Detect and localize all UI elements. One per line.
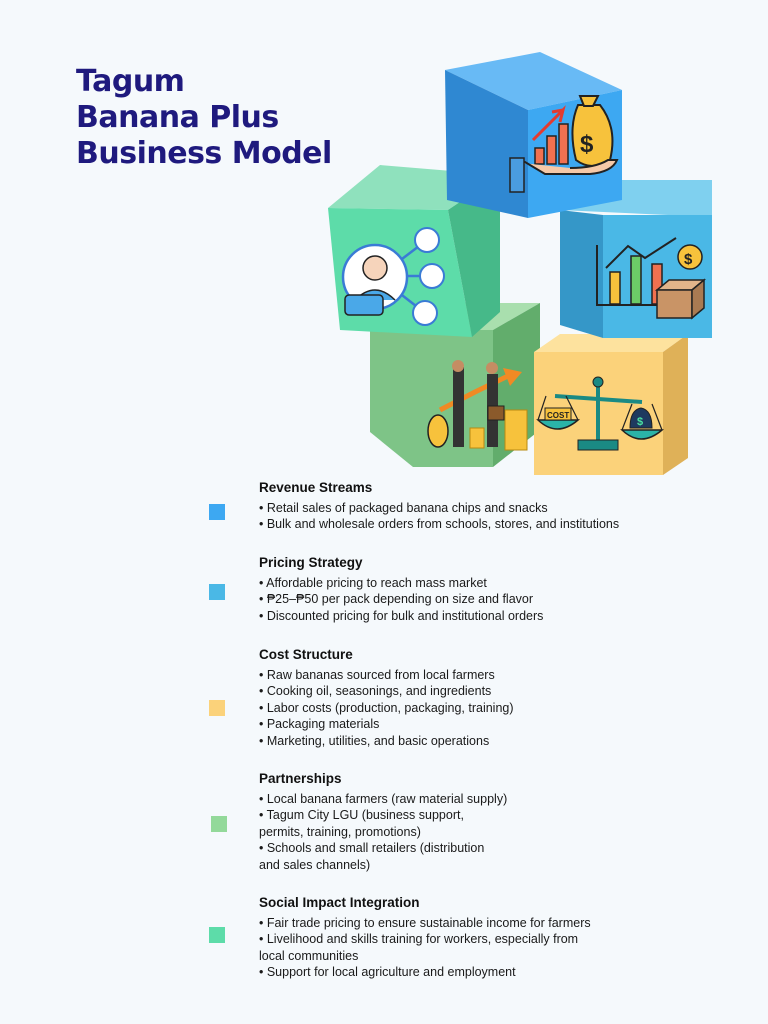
page-title: Tagum Banana Plus Business Model bbox=[76, 64, 332, 172]
bullet-list: • Fair trade pricing to ensure sustainab… bbox=[259, 915, 699, 981]
list-item: • Packaging materials bbox=[259, 717, 380, 732]
list-item: • Affordable pricing to reach mass marke… bbox=[259, 576, 487, 590]
revenue-streams-section: Revenue Streams • Retail sales of packag… bbox=[259, 480, 699, 533]
bullet-list: • Local banana farmers (raw material sup… bbox=[259, 791, 699, 873]
section-heading: Partnerships bbox=[259, 771, 342, 786]
list-item: local communities bbox=[259, 948, 359, 963]
handshake-coins-icon bbox=[427, 360, 528, 451]
network-people-icon bbox=[341, 227, 445, 326]
list-item: • Cooking oil, seasonings, and ingredien… bbox=[259, 684, 492, 699]
list-item: • Fair trade pricing to ensure sustainab… bbox=[259, 916, 591, 930]
list-item: • Local banana farmers (raw material sup… bbox=[259, 792, 508, 806]
bar-chart-package-icon: $ bbox=[596, 237, 707, 320]
section-heading: Social Impact Integration bbox=[259, 895, 420, 910]
cost-swatch bbox=[209, 700, 225, 716]
bullet-list: • Raw bananas sourced from local farmers… bbox=[259, 667, 699, 749]
list-item: permits, training, promotions) bbox=[259, 824, 421, 839]
bullet-list: • Affordable pricing to reach mass marke… bbox=[259, 575, 699, 624]
dollar-sign-label: $ bbox=[580, 131, 594, 158]
list-item: • Marketing, utilities, and basic operat… bbox=[259, 733, 490, 748]
list-item: • Retail sales of packaged banana chips … bbox=[259, 501, 548, 515]
partnerships-section: Partnerships • Local banana farmers (raw… bbox=[259, 771, 699, 873]
social-swatch bbox=[209, 927, 225, 943]
pricing-strategy-section: Pricing Strategy • Affordable pricing to… bbox=[259, 555, 699, 624]
revenue-swatch bbox=[209, 504, 225, 520]
list-item: • Livelihood and skills training for wor… bbox=[259, 932, 579, 947]
section-heading: Pricing Strategy bbox=[259, 555, 363, 570]
title-line-1: Tagum bbox=[76, 64, 185, 99]
list-item: • Tagum City LGU (business support, bbox=[259, 808, 464, 823]
list-item: • ₱25–₱50 per pack depending on size and… bbox=[259, 592, 534, 607]
list-item: and sales channels) bbox=[259, 857, 371, 872]
chart-dollar-label: $ bbox=[684, 251, 693, 268]
list-item: • Bulk and wholesale orders from schools… bbox=[259, 517, 620, 532]
list-item: • Schools and small retailers (distribut… bbox=[259, 841, 485, 856]
cost-scale-icon: COST $ bbox=[536, 376, 665, 451]
cost-tag-label: COST bbox=[547, 411, 569, 420]
section-heading: Cost Structure bbox=[259, 647, 353, 662]
partnerships-swatch bbox=[211, 816, 227, 832]
cube-cost bbox=[534, 334, 688, 475]
list-item: • Labor costs (production, packaging, tr… bbox=[259, 700, 514, 715]
cube-illustration: $ $ bbox=[328, 52, 712, 475]
cost-structure-section: Cost Structure • Raw bananas sourced fro… bbox=[259, 647, 699, 749]
list-item: • Support for local agriculture and empl… bbox=[259, 965, 516, 980]
money-growth-icon: $ bbox=[509, 95, 619, 193]
social-impact-section: Social Impact Integration • Fair trade p… bbox=[259, 895, 699, 981]
bag-dollar-label: $ bbox=[637, 416, 643, 428]
list-item: • Discounted pricing for bulk and instit… bbox=[259, 608, 544, 623]
list-item: • Raw bananas sourced from local farmers bbox=[259, 668, 495, 682]
bullet-list: • Retail sales of packaged banana chips … bbox=[259, 500, 699, 533]
pricing-swatch bbox=[209, 584, 225, 600]
title-line-2: Banana Plus bbox=[76, 100, 279, 135]
section-heading: Revenue Streams bbox=[259, 480, 373, 495]
title-line-3: Business Model bbox=[76, 136, 332, 171]
